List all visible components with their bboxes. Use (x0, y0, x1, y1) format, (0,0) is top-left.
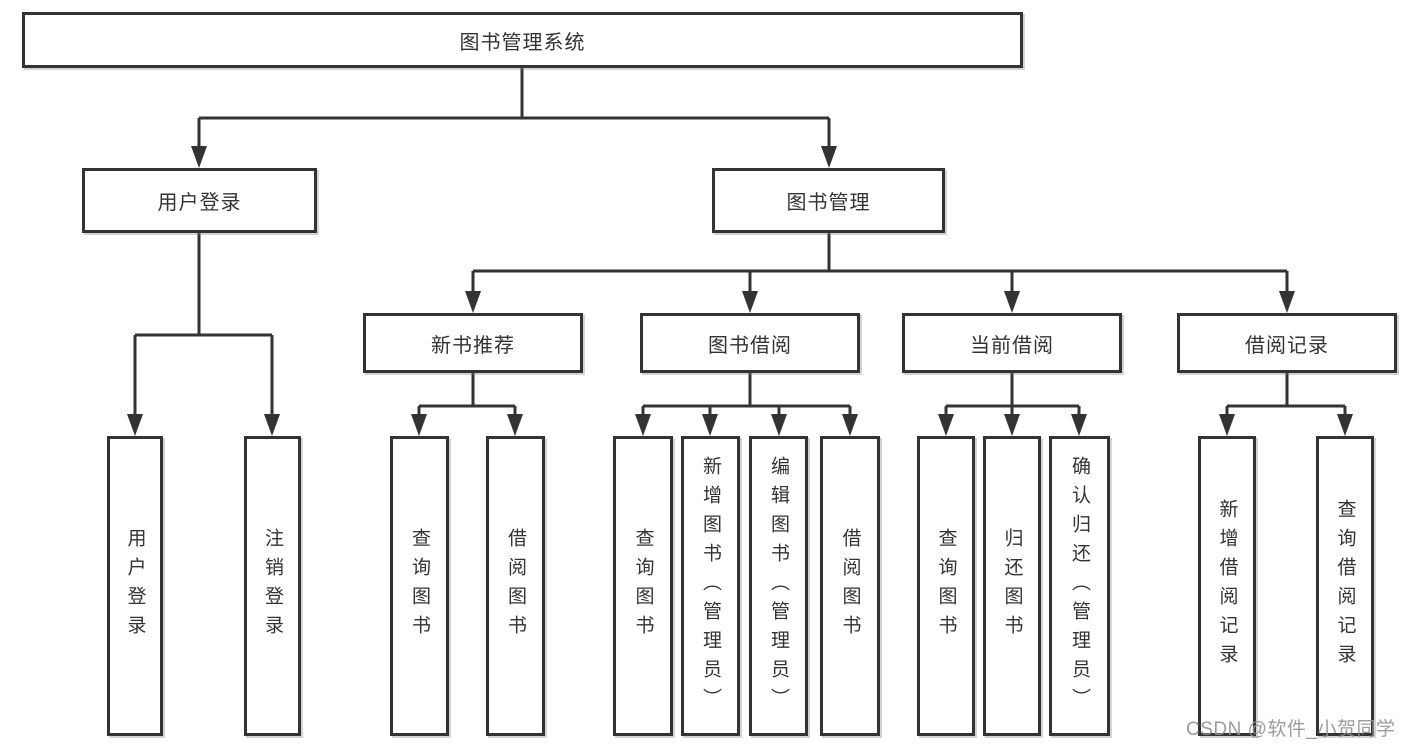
node-label: 图书借阅 (708, 334, 792, 357)
leaf-label: 新增借阅记录 (1216, 499, 1238, 673)
leaf-query-borrow-record: 查询借阅记录 (1316, 436, 1374, 736)
node-label: 用户登录 (157, 192, 242, 214)
leaf-label: 借阅图书 (505, 528, 526, 644)
leaf-label: 查询图书 (632, 528, 654, 644)
leaf-add-book-admin: 新增图书（管理员） (681, 436, 740, 736)
arrowhead (465, 291, 481, 313)
arrowhead (191, 146, 207, 168)
arrowhead (127, 414, 143, 436)
arrowhead (938, 414, 954, 436)
node-book-management: 图书管理 (712, 168, 945, 233)
node-label: 新书推荐 (431, 334, 515, 357)
arrowhead (635, 414, 651, 436)
leaf-label: 确认归还（管理员） (1069, 455, 1090, 717)
leaf-query-books-borrowing: 查询图书 (613, 436, 673, 736)
arrowhead (1219, 414, 1235, 436)
arrowhead (821, 146, 837, 168)
leaf-label: 借阅图书 (839, 528, 861, 644)
node-label: 借阅记录 (1245, 334, 1329, 357)
leaf-label: 注销登录 (262, 528, 283, 644)
node-label: 图书管理 (786, 192, 871, 214)
leaf-borrow-books-borrowing: 借阅图书 (820, 436, 880, 736)
leaf-query-books-recommend: 查询图书 (390, 436, 449, 736)
node-borrowing-records: 借阅记录 (1177, 313, 1397, 373)
node-user-login: 用户登录 (82, 168, 317, 233)
arrowhead (264, 414, 280, 436)
leaf-user-login: 用户登录 (107, 436, 163, 736)
node-label: 当前借阅 (970, 334, 1054, 357)
arrowhead (771, 414, 787, 436)
leaf-logout: 注销登录 (244, 436, 301, 736)
leaf-query-books-current: 查询图书 (917, 436, 975, 736)
leaf-label: 查询图书 (409, 528, 430, 644)
node-label: 图书管理系统 (459, 31, 586, 54)
arrowhead (1071, 414, 1087, 436)
arrowhead (411, 414, 427, 436)
node-current-borrowing: 当前借阅 (902, 313, 1122, 373)
leaf-label: 用户登录 (124, 528, 146, 644)
leaf-label: 新增图书（管理员） (700, 455, 721, 717)
leaf-label: 编辑图书（管理员） (768, 455, 789, 717)
leaf-label: 查询图书 (935, 528, 957, 644)
arrowhead (842, 414, 858, 436)
arrowhead (1004, 414, 1020, 436)
arrowhead (1004, 291, 1020, 313)
arrowhead (1337, 414, 1353, 436)
leaf-label: 归还图书 (1001, 528, 1023, 644)
arrowhead (702, 414, 718, 436)
leaf-label: 查询借阅记录 (1334, 499, 1356, 673)
node-book-borrowing: 图书借阅 (640, 313, 860, 373)
arrowhead (742, 291, 758, 313)
node-new-book-recommendation: 新书推荐 (363, 313, 583, 373)
arrowhead (1279, 291, 1295, 313)
node-library-management-system: 图书管理系统 (22, 12, 1023, 68)
leaf-borrow-books-recommend: 借阅图书 (486, 436, 545, 736)
arrowhead (507, 414, 523, 436)
arrowheads (127, 146, 1353, 436)
leaf-confirm-return-admin: 确认归还（管理员） (1049, 436, 1110, 736)
csdn-watermark: CSDN @软件_小贺同学 (1186, 719, 1396, 740)
leaf-edit-book-admin: 编辑图书（管理员） (749, 436, 808, 736)
leaf-add-borrow-record: 新增借阅记录 (1198, 436, 1256, 736)
leaf-return-books: 归还图书 (983, 436, 1041, 736)
